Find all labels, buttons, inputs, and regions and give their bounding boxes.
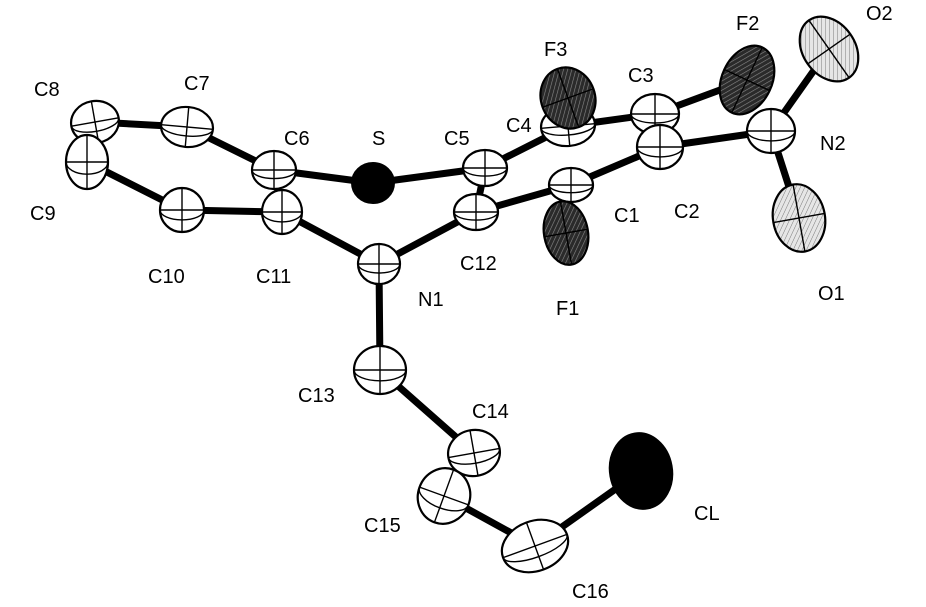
atom-cl (608, 432, 674, 510)
atom-c5 (461, 148, 509, 188)
atom-n2 (745, 107, 797, 155)
atom-c10 (158, 186, 206, 234)
atom-o1 (771, 183, 827, 253)
label-c6: C6 (284, 128, 310, 150)
label-c4: C4 (506, 115, 532, 137)
atom-c6 (250, 149, 298, 191)
label-o1: O1 (818, 283, 845, 305)
atom-c2 (635, 123, 685, 171)
atom-layer (64, 15, 860, 574)
label-c15: C15 (364, 515, 401, 537)
label-c9: C9 (30, 203, 56, 225)
atom-c3 (629, 92, 681, 136)
atom-f1 (542, 200, 590, 266)
label-o2: O2 (866, 3, 893, 25)
label-c1: C1 (614, 205, 640, 227)
label-n1: N1 (418, 289, 444, 311)
atom-c7 (159, 105, 215, 149)
label-c8: C8 (34, 79, 60, 101)
atom-s (351, 162, 395, 204)
label-c7: C7 (184, 73, 210, 95)
label-c14: C14 (472, 401, 509, 423)
label-c3: C3 (628, 65, 654, 87)
atom-f2 (718, 44, 776, 116)
atom-f3 (539, 66, 597, 130)
label-cl: CL (694, 503, 720, 525)
atom-c14 (446, 428, 502, 478)
label-f2: F2 (736, 13, 759, 35)
label-f1: F1 (556, 298, 579, 320)
label-c16: C16 (572, 581, 609, 603)
atom-labels: C8 C7 C6 S C5 F3 C3 C4 F2 O2 N2 C9 C1 C2… (30, 3, 893, 603)
atom-c9 (64, 133, 110, 191)
atom-c13 (352, 344, 408, 396)
label-s: S (372, 128, 385, 150)
atom-c11 (260, 188, 304, 236)
atom-c12 (452, 192, 500, 232)
label-c12: C12 (460, 253, 497, 275)
atom-c8 (69, 99, 121, 145)
label-c13: C13 (298, 385, 335, 407)
atom-o2 (798, 15, 860, 83)
label-c10: C10 (148, 266, 185, 288)
atom-c15 (416, 467, 472, 525)
label-n2: N2 (820, 133, 846, 155)
label-f3: F3 (544, 39, 567, 61)
atom-c16 (500, 518, 570, 574)
atom-c1 (547, 166, 595, 204)
label-c2: C2 (674, 201, 700, 223)
label-c11: C11 (256, 266, 291, 288)
atom-n1 (356, 242, 402, 286)
label-c5: C5 (444, 128, 470, 150)
